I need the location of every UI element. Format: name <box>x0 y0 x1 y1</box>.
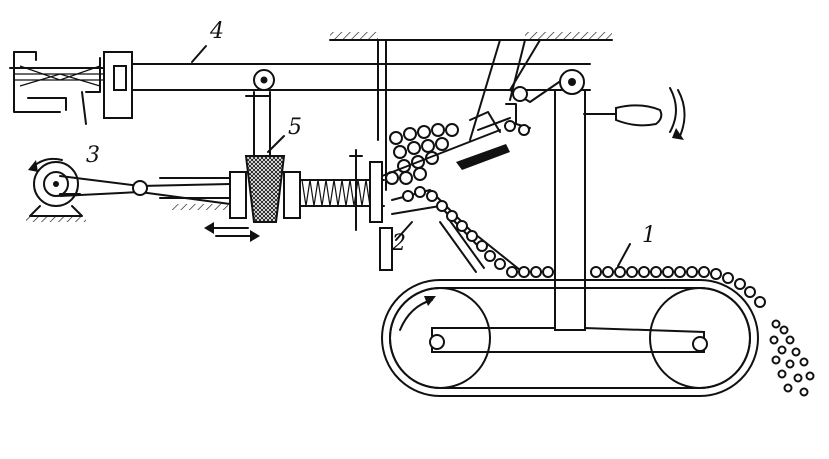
hopper-contents <box>385 123 459 185</box>
chute <box>391 186 521 273</box>
lever-rod <box>9 45 591 91</box>
feed-tray <box>381 111 511 177</box>
pivot-and-handle <box>559 69 686 140</box>
connecting-rod <box>59 175 231 210</box>
label-4: 4 <box>209 19 224 44</box>
support-column <box>429 89 708 353</box>
link-rod <box>245 69 285 159</box>
label-2: 2 <box>391 231 406 256</box>
belt-contents <box>506 266 766 308</box>
left-clamp <box>13 51 133 119</box>
pusher <box>229 155 301 223</box>
cam-mechanism <box>504 103 531 136</box>
label-3: 3 <box>86 143 100 168</box>
discharge-pile <box>769 319 815 397</box>
label-5: 5 <box>288 115 302 140</box>
hopper-frame <box>329 32 613 191</box>
reciprocation-arrows <box>204 222 260 242</box>
belt-conveyor <box>381 243 759 397</box>
spring-rod <box>299 149 393 271</box>
label-1: 1 <box>642 223 656 248</box>
